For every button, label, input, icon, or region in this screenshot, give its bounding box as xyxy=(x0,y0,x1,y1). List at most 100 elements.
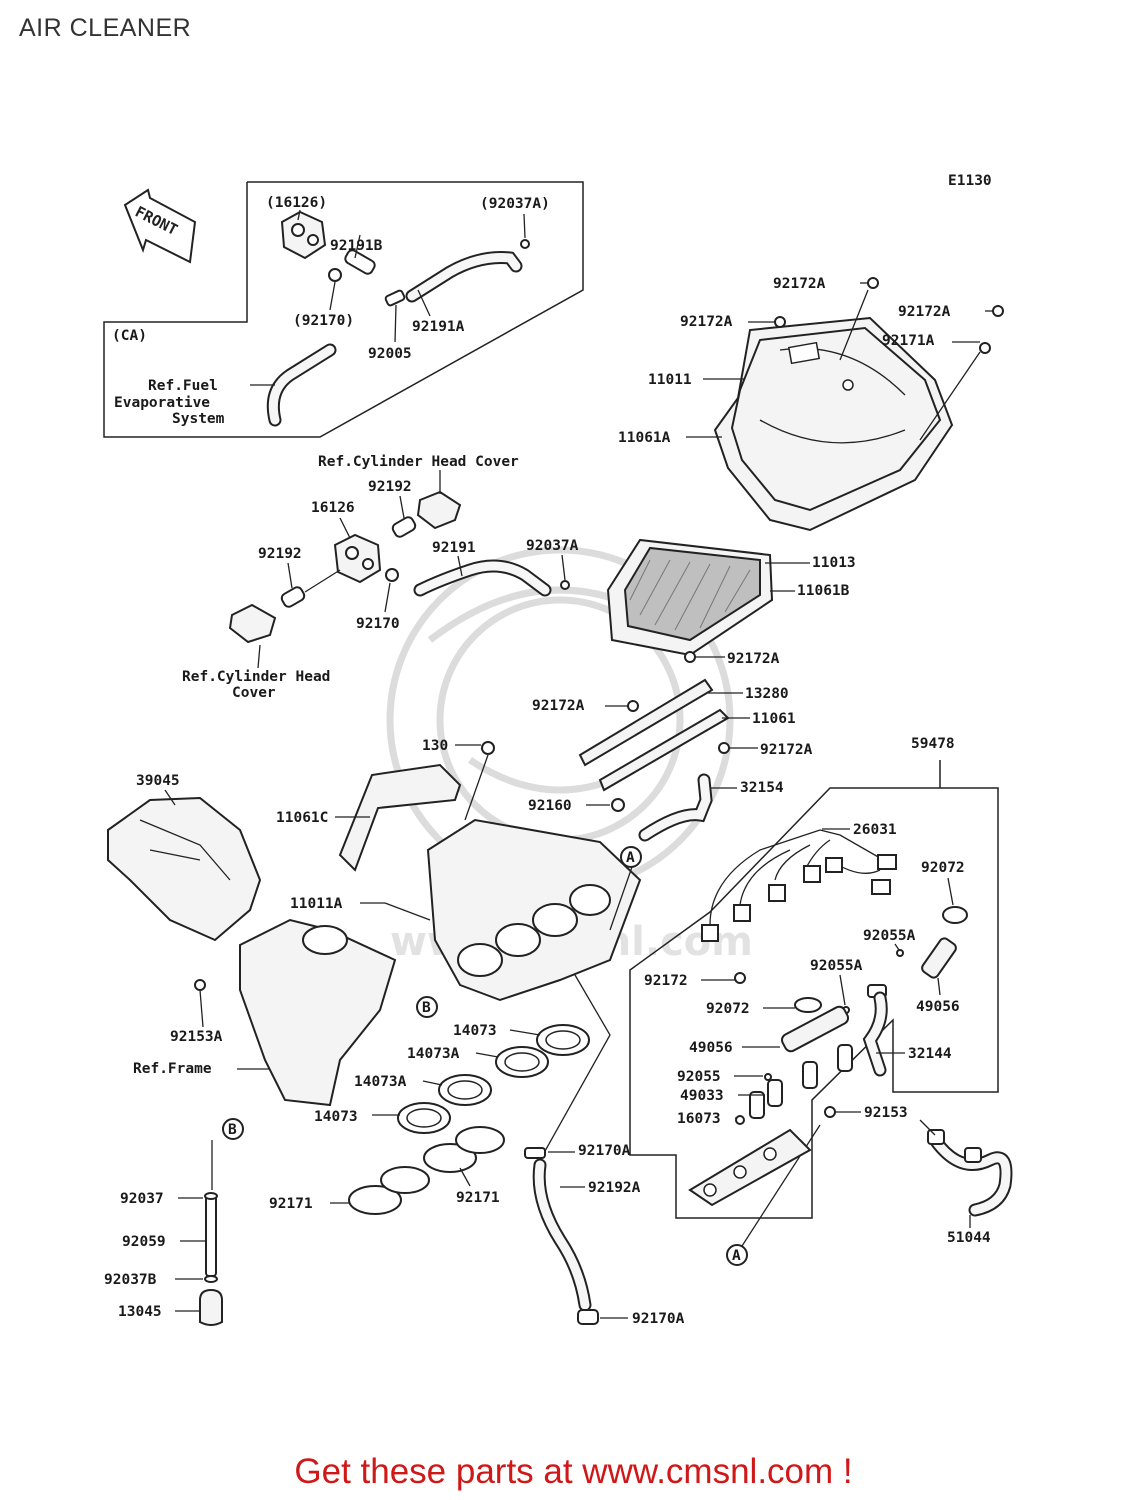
callout-a-lower xyxy=(726,1244,748,1266)
label-92171-left: 92171 xyxy=(269,1196,313,1212)
label-11011a: 11011A xyxy=(290,896,343,912)
page-title: AIR CLEANER xyxy=(19,14,192,42)
callout-b-lower xyxy=(222,1118,244,1140)
clamp-92072-top xyxy=(942,906,968,924)
bolt-92153 xyxy=(824,1106,836,1118)
label-59478: 59478 xyxy=(911,736,955,752)
label-13280: 13280 xyxy=(745,686,789,702)
bolt-92153a xyxy=(194,979,206,991)
clip-92170a-low xyxy=(577,1309,599,1325)
label-92171a: 92171A xyxy=(882,333,935,349)
label-14073a-top: 14073A xyxy=(407,1046,460,1062)
label-16126-ca: (16126) xyxy=(266,195,327,211)
label-92153a: 92153A xyxy=(170,1029,223,1045)
label-92172: 92172 xyxy=(644,973,688,989)
label-16073: 16073 xyxy=(677,1111,721,1127)
clip-92171a xyxy=(979,342,991,354)
label-92055: 92055 xyxy=(677,1069,721,1085)
clip-92170 xyxy=(385,568,399,582)
label-11011: 11011 xyxy=(648,372,692,388)
label-92191b: 92191B xyxy=(330,238,383,254)
label-92172a-right: 92172A xyxy=(898,304,951,320)
duct-14073-low xyxy=(397,1102,451,1134)
cyl-head-cover-part-bottom xyxy=(228,603,277,644)
svg-text:A: A xyxy=(732,1248,741,1264)
label-92170-ca: (92170) xyxy=(293,313,354,329)
ca-hose-92191b xyxy=(344,249,376,275)
label-11061b: 11061B xyxy=(797,583,850,599)
clip-92170a-top xyxy=(524,1147,546,1159)
label-32144: 32144 xyxy=(908,1046,952,1062)
label-92171-right: 92171 xyxy=(456,1190,500,1206)
ref-cyl-head-bottom-2: Cover xyxy=(232,685,276,701)
seal-16073 xyxy=(735,1115,745,1125)
plate-13280 xyxy=(578,678,714,767)
label-92172a-top: 92172A xyxy=(773,276,826,292)
ca-joint-92005 xyxy=(384,289,406,307)
label-92037a: 92037A xyxy=(526,538,579,554)
label-16126: 16126 xyxy=(311,500,355,516)
label-32154: 32154 xyxy=(740,780,784,796)
air-cleaner-housing-11011a xyxy=(426,818,642,1002)
label-92191a: 92191A xyxy=(412,319,465,335)
label-26031: 26031 xyxy=(853,822,897,838)
label-14073a-mid: 14073A xyxy=(354,1074,407,1090)
label-92059: 92059 xyxy=(122,1234,166,1250)
harness-26031 xyxy=(701,829,897,942)
label-92172a-mid: 92172A xyxy=(727,651,780,667)
fuel-pipe-49056-mid xyxy=(780,1005,850,1053)
ref-fuel-line1: Ref.Fuel xyxy=(148,378,218,394)
cyl-head-cover-part-top xyxy=(416,490,462,530)
svg-text:B: B xyxy=(228,1122,237,1138)
fitting-51044-b xyxy=(964,1147,982,1163)
ca-variant-box xyxy=(103,181,584,438)
ref-frame: Ref.Frame xyxy=(133,1061,212,1077)
label-92037a-ca: (92037A) xyxy=(480,196,550,212)
label-13045: 13045 xyxy=(118,1304,162,1320)
label-51044: 51044 xyxy=(947,1230,991,1246)
label-92172a-left: 92172A xyxy=(680,314,733,330)
label-92170a-low: 92170A xyxy=(632,1311,685,1327)
label-92172a-low: 92172A xyxy=(760,742,813,758)
duct-14073a-mid xyxy=(438,1074,492,1106)
bolt-92172a-top xyxy=(867,277,879,289)
ref-cyl-head-bottom-1: Ref.Cylinder Head xyxy=(182,669,330,685)
label-92192a: 92192A xyxy=(588,1180,641,1196)
clamp-92171-left2 xyxy=(380,1166,430,1194)
air-filter-element-11013 xyxy=(623,546,761,642)
ca-clip-92170 xyxy=(328,268,342,282)
drain-tube-92059 xyxy=(205,1195,217,1277)
label-92191: 92191 xyxy=(432,540,476,556)
label-92170: 92170 xyxy=(356,616,400,632)
injector-assembly-box-59478 xyxy=(629,760,999,1219)
label-39045: 39045 xyxy=(136,773,180,789)
label-92153: 92153 xyxy=(864,1105,908,1121)
label-92055a-mid: 92055A xyxy=(810,958,863,974)
label-49056-right: 49056 xyxy=(916,999,960,1015)
label-11061: 11061 xyxy=(752,711,796,727)
label-92072-mid: 92072 xyxy=(706,1001,750,1017)
bolt-92172a-right xyxy=(992,305,1004,317)
label-14073-low: 14073 xyxy=(314,1109,358,1125)
label-92072-top: 92072 xyxy=(921,860,965,876)
oring-92055 xyxy=(764,1073,772,1081)
ca-clip-92037a xyxy=(520,239,530,249)
clip-92037 xyxy=(204,1192,218,1200)
oring-92055a-top xyxy=(896,949,904,957)
clamp-92171-left xyxy=(348,1185,402,1215)
callout-a-upper xyxy=(620,846,642,868)
footer-banner[interactable]: Get these parts at www.cmsnl.com ! xyxy=(294,1452,853,1491)
grommet-92160 xyxy=(611,798,625,812)
label-92172a-mid2: 92172A xyxy=(532,698,585,714)
fitting-51044-a xyxy=(927,1129,945,1145)
ref-fuel-line2: Evaporative xyxy=(114,395,210,411)
label-92170a-top: 92170A xyxy=(578,1143,631,1159)
bolt-92172a-mid xyxy=(684,651,696,663)
injectors-49033 xyxy=(749,1044,853,1119)
label-11061c: 11061C xyxy=(276,810,328,826)
svg-text:A: A xyxy=(626,850,635,866)
label-49033: 49033 xyxy=(680,1088,724,1104)
label-92005: 92005 xyxy=(368,346,412,362)
clamp-92072-mid xyxy=(794,997,822,1013)
